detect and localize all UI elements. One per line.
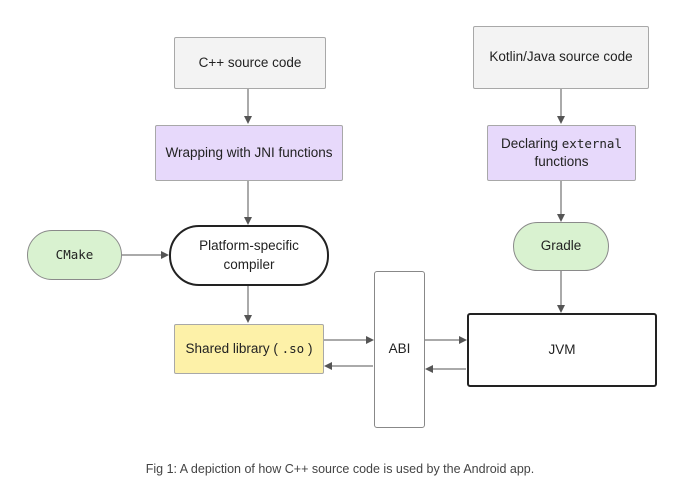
figure-caption: Fig 1: A depiction of how C++ source cod… (145, 462, 535, 476)
cpp-source-code-label: C++ source code (198, 54, 302, 70)
declaring-external-line1: Declaring external (501, 135, 622, 153)
shared-library-extension: .so (281, 340, 305, 356)
cmake-label: CMake (55, 246, 94, 262)
shared-library-label-suffix: ) (307, 340, 313, 356)
abi-node: ABI (374, 271, 425, 428)
shared-library-node: Shared library ( .so ) (174, 324, 324, 374)
wrapping-jni-functions-node: Wrapping with JNI functions (155, 125, 343, 181)
shared-library-label: Shared library ( .so ) (186, 340, 313, 358)
kotlin-java-source-code-node: Kotlin/Java source code (473, 26, 649, 89)
gradle-node: Gradle (513, 222, 609, 271)
shared-library-label-prefix: Shared library ( (185, 340, 278, 356)
declaring-external-functions-node: Declaring external functions (487, 125, 636, 181)
wrapping-jni-functions-label: Wrapping with JNI functions (165, 144, 333, 160)
compiler-label-line1: Platform-specific (199, 238, 299, 254)
declaring-label-suffix: functions (534, 154, 589, 169)
abi-label: ABI (388, 341, 411, 357)
cpp-source-code-node: C++ source code (174, 37, 326, 89)
kotlin-java-source-code-label: Kotlin/Java source code (489, 49, 633, 65)
jvm-node: JVM (467, 313, 657, 387)
platform-specific-compiler-node: Platform-specific compiler (169, 225, 329, 286)
compiler-label-line2: compiler (223, 256, 275, 272)
gradle-label: Gradle (540, 238, 582, 254)
declaring-external-keyword: external (561, 135, 622, 151)
jvm-label: JVM (548, 341, 576, 357)
declaring-label-prefix: Declaring (500, 135, 559, 151)
cmake-node: CMake (27, 230, 122, 280)
